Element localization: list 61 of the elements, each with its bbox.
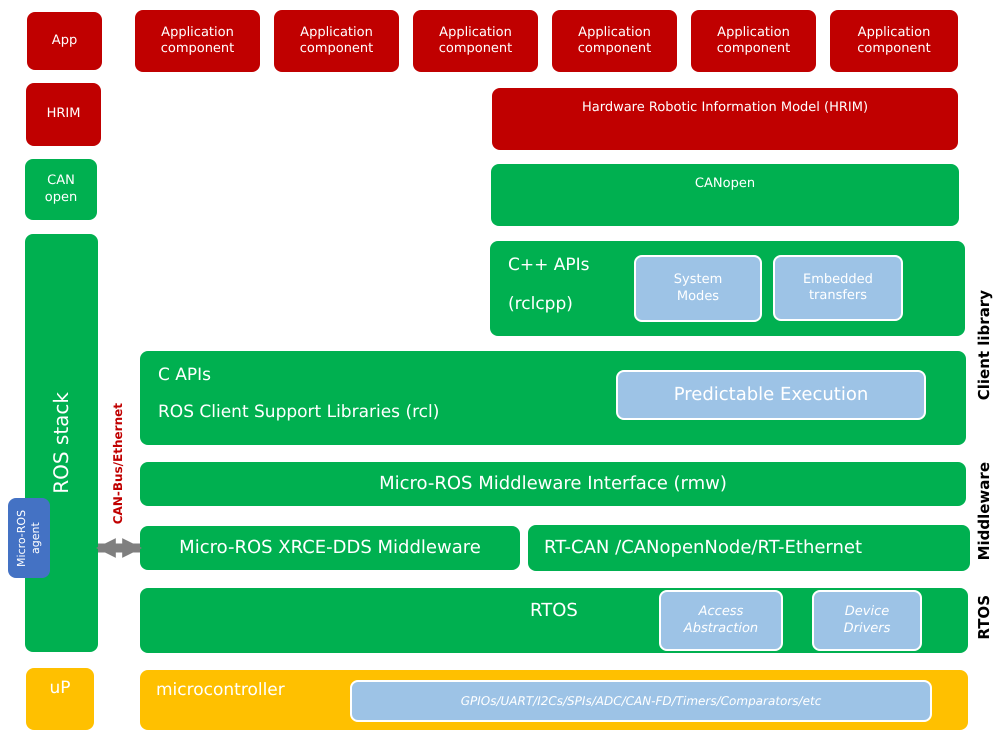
layer-box [27,12,102,70]
layer-box [140,462,966,506]
component-box [552,10,677,72]
box-label: Application component [856,24,932,58]
double-arrow [96,538,142,558]
layer-box [492,88,958,150]
layer-box [25,159,97,220]
layer-box [140,351,966,445]
layer-label: Client library [975,290,993,400]
box-label: uP [49,678,71,700]
box-label: Application component [576,24,652,58]
feature-box [616,370,926,420]
box-label: Application component [298,24,374,58]
layer-box [25,234,98,652]
layer-box [26,668,94,730]
box-label: Device Drivers [842,604,892,637]
layer-label: RTOS [975,595,993,640]
box-label: ROS stack [49,392,74,494]
component-box [135,10,260,72]
component-box [274,10,399,72]
box-label: ROS Client Support Libraries (rcl) [158,402,440,424]
box-label: App [52,32,78,50]
box-label: Access Abstraction [682,604,760,637]
box-label: Micro-ROS agent [15,508,43,569]
feature-box [634,255,762,322]
box-label: C++ APIs [508,255,590,276]
feature-box [773,255,903,321]
box-label: Embedded transfers [802,272,874,304]
feature-box [812,590,922,651]
layer-box [528,525,970,571]
box-label: Application component [716,24,792,58]
layer-box [491,164,959,226]
layer-label: Middleware [975,462,993,560]
layer-box [140,670,968,730]
box-label: CANopen [694,176,756,192]
box-label: RTOS [530,600,578,622]
component-box [691,10,816,72]
box-label: (rclcpp) [508,294,573,316]
box-label: Application component [438,24,514,58]
box-label: RT-CAN /CANopenNode/RT-Ethernet [544,536,862,560]
box-label: GPIOs/UART/I2Cs/SPIs/ADC/CAN-FD/Timers/Comparators/etc [460,694,822,708]
box-label: HRIM [46,106,80,123]
box-label: System Modes [672,272,724,305]
layer-box [490,241,965,336]
component-box [413,10,538,72]
layer-box [26,83,101,146]
layer-box [140,526,520,570]
component-box [830,10,958,72]
box-label: Micro-ROS XRCE-DDS Middleware [179,536,481,560]
box-label: Micro-ROS Middleware Interface (rmw) [379,472,727,496]
box-label: C APIs [158,365,212,386]
box-label: Hardware Robotic Information Model (HRIM) [582,100,868,116]
feature-box [350,680,932,722]
agent-box [8,498,50,578]
box-label: microcontroller [156,680,285,702]
edge-label: CAN-Bus/Ethernet [111,403,125,524]
box-label: Application component [160,24,236,58]
box-label: CAN open [44,173,78,206]
feature-box [659,590,783,651]
box-label: Predictable Execution [674,384,868,406]
layer-box [140,588,968,653]
